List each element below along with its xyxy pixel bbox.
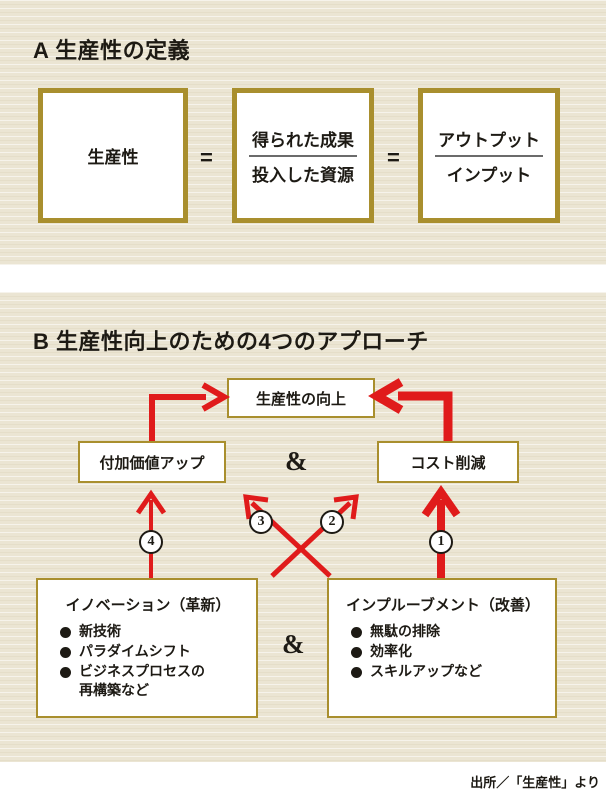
panel-a-productivity-definition: A 生産性の定義 生産性 = 得られた成果 投入した資源 = アウトプット イン… (0, 0, 606, 265)
box-innovation-heading: イノベーション（革新） (65, 597, 231, 614)
list-item: 効率化 (351, 642, 543, 661)
box-innovation: イノベーション（革新） 新技術 パラダイムシフト ビジネスプロセスの 再構築など (36, 578, 258, 718)
fraction-katakana-numerator: アウトプット (438, 130, 540, 150)
equals-sign-2: = (387, 145, 400, 170)
box-cost-down-label: コスト削減 (410, 454, 486, 472)
box-cost-reduction: コスト削減 (377, 441, 519, 483)
circled-number-2: 2 (320, 510, 344, 534)
box-goal-label: 生産性の向上 (255, 390, 346, 408)
list-item: スキルアップなど (351, 662, 543, 681)
box-added-value-up: 付加価値アップ (78, 441, 226, 483)
fraction-japanese-denominator: 投入した資源 (252, 165, 354, 185)
box-productivity-label: 生産性 (87, 148, 139, 167)
panel-a-title: A 生産性の定義 (33, 38, 191, 63)
box-improvement: インプルーブメント（改善） 無駄の排除 効率化 スキルアップなど (327, 578, 557, 718)
ampersand-top: & (285, 446, 308, 476)
box-fraction-japanese: 得られた成果 投入した資源 (232, 88, 374, 223)
fraction-japanese: 得られた成果 投入した資源 (249, 124, 357, 188)
fraction-japanese-numerator: 得られた成果 (252, 130, 354, 150)
list-item: ビジネスプロセスの 再構築など (60, 662, 244, 700)
fraction-katakana-denominator: インプット (446, 165, 532, 185)
circled-number-3: 3 (249, 510, 273, 534)
list-item: 無駄の排除 (351, 622, 543, 641)
circled-number-1: 1 (429, 530, 453, 554)
source-note: 出所／「生産性」より (470, 775, 600, 790)
circled-number-4: 4 (139, 530, 163, 554)
fraction-katakana: アウトプット インプット (435, 124, 543, 188)
box-productivity: 生産性 (38, 88, 188, 223)
fraction-bar (249, 154, 357, 157)
list-item: パラダイムシフト (60, 642, 244, 661)
box-value-up-label: 付加価値アップ (99, 454, 205, 472)
improvement-list: 無駄の排除 効率化 スキルアップなど (343, 622, 543, 681)
equals-sign-1: = (200, 145, 213, 170)
box-fraction-katakana: アウトプット インプット (418, 88, 560, 223)
ampersand-bottom: & (282, 629, 305, 659)
list-item: 新技術 (60, 622, 244, 641)
panel-b-title: B 生産性向上のための4つのアプローチ (33, 329, 429, 354)
fraction-bar (435, 154, 543, 157)
box-improvement-heading: インプルーブメント（改善） (346, 597, 540, 614)
box-productivity-improvement-goal: 生産性の向上 (227, 378, 375, 418)
innovation-list: 新技術 パラダイムシフト ビジネスプロセスの 再構築など (52, 622, 244, 700)
